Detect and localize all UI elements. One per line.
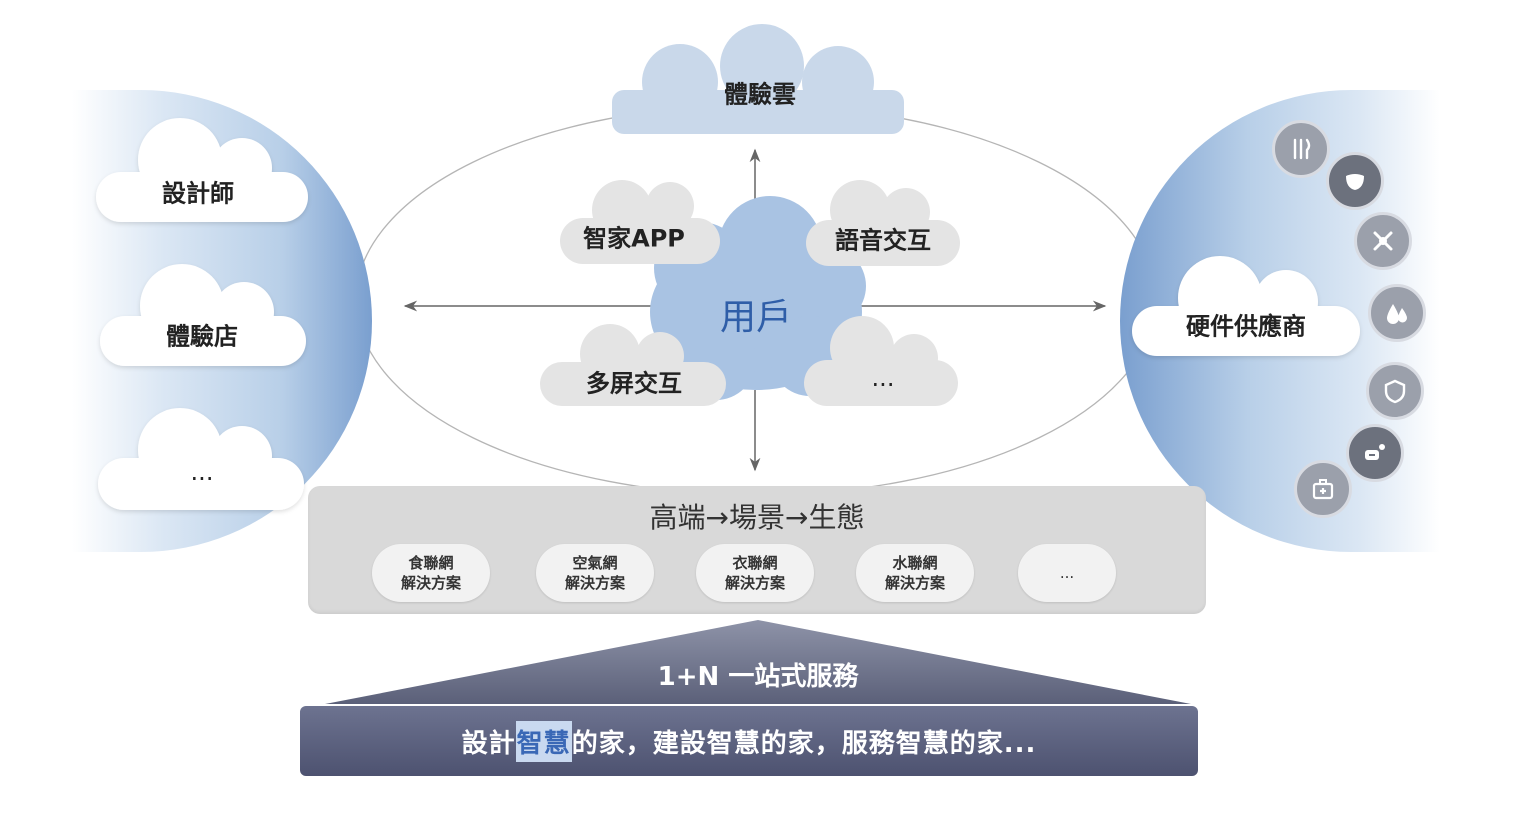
- left-cloud-more-label: ...: [190, 458, 214, 486]
- utensils-icon: [1272, 120, 1330, 178]
- slogan-post: 的家，建設智慧的家，服務智慧的家...: [571, 728, 1037, 759]
- shield-icon: [1366, 362, 1424, 420]
- water-drops-icon: [1368, 284, 1426, 342]
- right-cloud-label: 硬件供應商: [1186, 312, 1306, 341]
- ecosystem-title: 高端→場景→生態: [649, 501, 865, 534]
- inner-cloud-voice-label: 語音交互: [835, 226, 931, 255]
- solution-clothes-line1: 衣聯網: [732, 554, 778, 572]
- satellite-icon: [1354, 212, 1412, 270]
- solution-air-line1: 空氣網: [572, 554, 618, 572]
- solution-air-line2: 解決方案: [564, 574, 625, 592]
- solution-food-line1: 食聯網: [408, 554, 454, 572]
- left-cloud-store-label: 體驗店: [166, 322, 238, 351]
- inner-cloud-more: [804, 316, 958, 406]
- left-cloud-1: [96, 118, 308, 222]
- solution-air: 空氣網 解決方案: [536, 544, 654, 602]
- solution-clothes: 衣聯網 解決方案: [696, 544, 814, 602]
- solution-food: 食聯網 解決方案: [372, 544, 490, 602]
- gamepad-icon: [1346, 424, 1404, 482]
- slogan-banner: 設計智慧的家，建設智慧的家，服務智慧的家...: [300, 706, 1198, 776]
- left-cloud-3: [98, 408, 304, 510]
- solution-food-line2: 解決方案: [400, 574, 461, 592]
- ecosystem-panel: 高端→場景→生態 食聯網 解決方案 空氣網 解決方案 衣聯網 解決方案 水聯網 …: [308, 486, 1206, 614]
- medical-kit-icon: [1294, 460, 1352, 518]
- solution-clothes-line2: 解決方案: [724, 574, 785, 592]
- right-cloud: [1132, 256, 1360, 356]
- solution-more: ...: [1018, 544, 1116, 602]
- top-cloud-shape: [612, 24, 904, 134]
- solution-more-line1: ...: [1059, 564, 1075, 582]
- slogan-highlight: 智慧: [515, 720, 572, 762]
- solution-water-line2: 解決方案: [884, 574, 945, 592]
- left-cloud-designer-label: 設計師: [162, 179, 234, 208]
- inner-cloud-voice: [806, 180, 960, 266]
- solution-water-line1: 水聯網: [892, 554, 938, 572]
- user-label: 用戶: [719, 297, 793, 338]
- inner-cloud-screen: [540, 324, 726, 406]
- inner-cloud-app: [560, 180, 720, 264]
- slogan-pre: 設計: [461, 728, 516, 759]
- left-cloud-2: [100, 264, 306, 366]
- inner-cloud-screen-label: 多屏交互: [586, 369, 682, 398]
- service-label: 1+N 一站式服務: [657, 662, 859, 692]
- solution-water: 水聯網 解決方案: [856, 544, 974, 602]
- top-cloud-label: 體驗雲: [724, 80, 796, 109]
- inner-cloud-app-label: 智家APP: [583, 224, 685, 253]
- mask-icon: [1326, 152, 1384, 210]
- inner-cloud-more-label: ...: [871, 364, 895, 392]
